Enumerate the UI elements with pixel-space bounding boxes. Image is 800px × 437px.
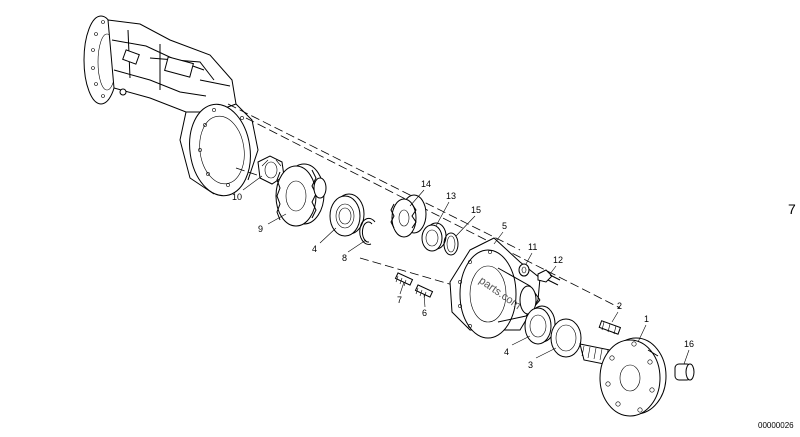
part-4-bearing-left (329, 193, 365, 237)
part-11-washer (518, 263, 530, 277)
drawing-code: 00000026 (758, 421, 794, 430)
callout-10: 10 (232, 192, 242, 202)
callout-1: 1 (644, 314, 649, 324)
callout-12: 12 (553, 255, 563, 265)
part-7-pin (394, 272, 414, 287)
callout-14: 14 (421, 179, 431, 189)
part-4-bearing-right (524, 305, 556, 345)
callout-7: 7 (397, 295, 402, 305)
callout-11: 11 (528, 242, 537, 252)
part-12-bolt (537, 269, 561, 286)
part-9-planet-gear (275, 163, 327, 227)
callout-labels: 10 9 4 8 14 13 15 5 11 12 7 6 2 1 16 4 3 (232, 179, 694, 370)
callout-6: 6 (422, 308, 427, 318)
page-marker: 7 (788, 201, 796, 217)
callout-3: 3 (528, 360, 533, 370)
callout-9: 9 (258, 224, 263, 234)
axle-housing (83, 15, 259, 197)
part-15-circlip (443, 232, 459, 256)
part-16-cap-nut (674, 363, 695, 381)
callout-5: 5 (502, 221, 507, 231)
callout-16: 16 (684, 339, 694, 349)
part-13-bearing (421, 222, 447, 252)
callout-4-right: 4 (504, 347, 509, 357)
leader-lines (242, 175, 690, 365)
callout-4-left: 4 (312, 244, 317, 254)
callout-13: 13 (446, 191, 456, 201)
part-6-pin (414, 284, 434, 299)
part-8-snap-ring (359, 217, 376, 245)
callout-8: 8 (342, 253, 347, 263)
part-2-stud (598, 320, 622, 335)
part-1-axle-shaft (579, 337, 667, 417)
part-3-seal (550, 318, 582, 358)
callout-15: 15 (471, 205, 481, 215)
part-14-sun-gear (390, 194, 427, 238)
part-5-hub-carrier: parts.com (449, 237, 541, 339)
callout-2: 2 (617, 301, 622, 311)
